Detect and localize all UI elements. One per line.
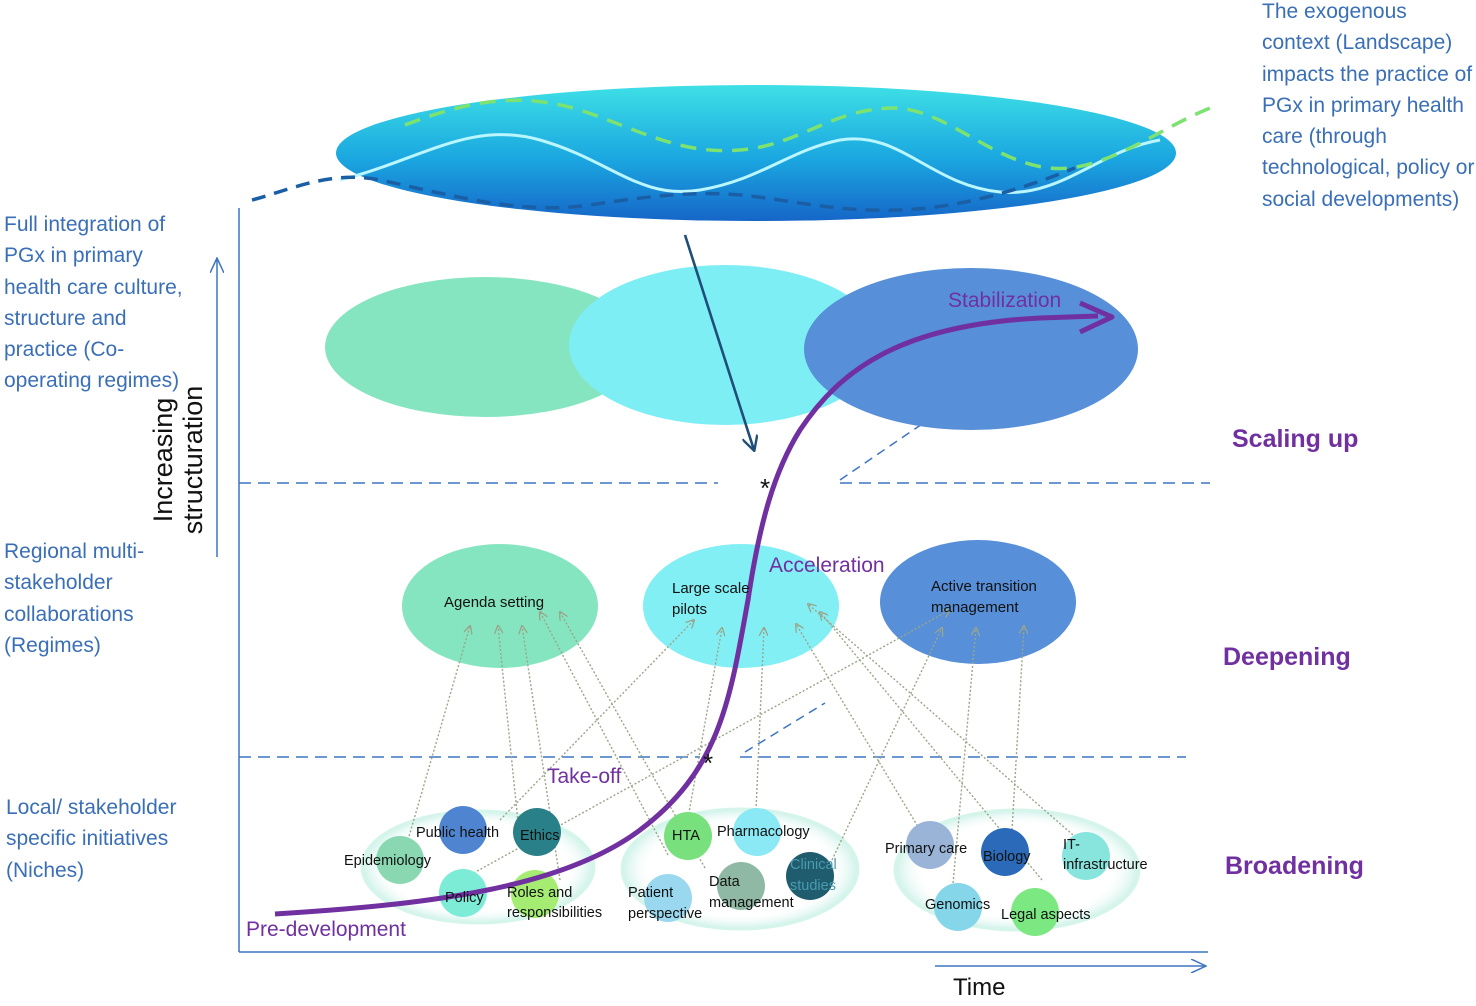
y-axis-title: Increasing structuration — [148, 385, 208, 535]
stage-deepening: Deepening — [1223, 643, 1351, 671]
stage-broadening: Broadening — [1225, 852, 1364, 880]
regime-active-transition-label: Active transition management — [931, 578, 1041, 616]
regime-large-scale-pilots-label: Large scale pilots — [672, 580, 754, 618]
level-niches: Local/ stakeholder specific initiatives … — [6, 796, 177, 882]
landscape-wave-dashed-navy — [251, 166, 1076, 213]
niche-biology-label: Biology — [983, 849, 1031, 865]
niche-patient-circle — [644, 874, 692, 922]
niche-genomics-circle — [934, 883, 982, 931]
regime-agenda-setting-label: Agenda setting — [444, 594, 544, 611]
niche-public-health-label: Public health — [416, 825, 499, 841]
niche-biology-circle — [981, 828, 1029, 876]
level-regimes: Regional multi-stakeholder collaboration… — [4, 540, 145, 657]
coop-regime-ellipse-blue — [804, 268, 1138, 430]
landscape-impact-arrow — [683, 234, 754, 450]
landscape-description: The exogenous context (Landscape) impact… — [1262, 0, 1475, 211]
stage-scaling-up: Scaling up — [1232, 425, 1359, 453]
niche-epidemiology-circle — [376, 836, 424, 884]
niche-policy-label: Policy — [445, 890, 484, 906]
niche-to-regime-arrows — [407, 604, 1089, 896]
niche-ethics-label: Ethics — [520, 828, 560, 844]
niche-pharmacology-circle — [733, 808, 781, 856]
niche-public-health-circle — [439, 806, 487, 854]
niche-primary-care-label: Primary care — [885, 841, 967, 857]
niche-data-circle — [717, 862, 765, 910]
phase-acceleration: Acceleration — [769, 554, 885, 577]
phase-stabilization: Stabilization — [948, 289, 1062, 312]
niche-genomics-label: Genomics — [925, 897, 990, 913]
niche-primary-care-circle — [906, 821, 954, 869]
landscape-ellipse — [251, 85, 1219, 221]
niche-it-circle — [1062, 832, 1110, 880]
upper-level-tick — [839, 421, 926, 481]
niche-patient-perspective-label: Patient perspective — [628, 885, 702, 922]
niche-epidemiology-label: Epidemiology — [344, 853, 432, 869]
transition-curve-arrowhead — [1078, 300, 1115, 335]
coop-regime-ellipse-green — [325, 277, 645, 417]
niche-clinical-circle — [786, 852, 834, 900]
phase-pre-development: Pre-development — [246, 918, 406, 941]
niche-it-infrastructure-label: IT- infrastructure — [1063, 837, 1148, 873]
niche-pharmacology-label: Pharmacology — [717, 824, 810, 840]
niche-labels: Public health Ethics Epidemiology Policy… — [344, 824, 1148, 923]
regime-agenda-setting-ellipse — [402, 544, 598, 668]
lower-level-tick — [744, 702, 826, 753]
niche-ethics-circle — [513, 808, 561, 856]
niche-hta-label: HTA — [672, 828, 700, 844]
niche-legal-aspects-label: Legal aspects — [1001, 907, 1090, 923]
phase-take-off: Take-off — [547, 765, 622, 788]
level-co-operating-regimes: Full integration of PGx in primary healt… — [4, 213, 183, 393]
coop-regime-ellipse-cyan — [569, 265, 881, 425]
lower-marker: * — [703, 748, 713, 778]
landscape-wave-solid — [339, 133, 1161, 194]
niche-clinical-studies-label: Clinical studies — [790, 857, 841, 894]
niche-data-management-label: Data management — [709, 874, 794, 911]
upper-marker: * — [760, 473, 770, 503]
landscape-wave-dashed-green — [404, 98, 1219, 171]
niche-hta-circle — [664, 812, 712, 860]
niche-legal-circle — [1011, 888, 1059, 936]
niche-roles-label: Roles and responsibilities — [507, 885, 602, 921]
transition-s-curve — [274, 313, 1099, 917]
x-axis-title: Time — [953, 974, 1006, 1001]
regime-large-scale-pilots-ellipse — [643, 544, 839, 668]
